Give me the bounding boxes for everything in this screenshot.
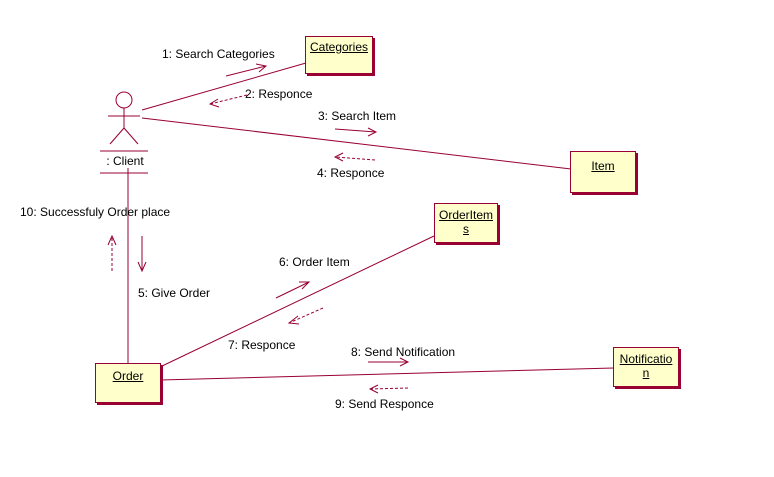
arrow-m6: [275, 281, 311, 299]
orderitems-object-label-line2: s: [463, 222, 469, 236]
message-4-label: 4: Responce: [317, 166, 385, 180]
notification-object-label-line2: n: [642, 366, 650, 380]
message-7-label: 7: Responce: [228, 338, 296, 352]
message-8-label: 8: Send Notification: [351, 345, 456, 359]
notification-object: Notificatio n: [613, 347, 679, 387]
arrow-m7: [287, 307, 324, 325]
message-6-label: 6: Order Item: [279, 255, 350, 269]
message-3-label: 3: Search Item: [318, 109, 397, 123]
actor-right-leg: [123, 127, 139, 145]
item-object: Item: [570, 151, 636, 193]
arrow-m2: [208, 94, 248, 108]
message-5-label: 5: Give Order: [138, 286, 211, 300]
message-1-label: 1: Search Categories: [162, 47, 275, 61]
orderitems-object: OrderItem s: [434, 203, 498, 243]
message-9-label: 9: Send Responce: [335, 397, 434, 411]
client-actor-label: : Client: [106, 154, 144, 168]
arrow-m4: [333, 152, 376, 162]
arrow-m1: [225, 63, 268, 77]
order-object: Order: [95, 363, 161, 403]
link-client-item: [141, 117, 572, 170]
message-2-label: 2: Responce: [245, 87, 313, 101]
actor-head: [115, 91, 133, 109]
link-order-orderitems: [159, 235, 435, 368]
actor-left-leg: [109, 127, 125, 145]
orderitems-object-label-line1: OrderItem: [438, 208, 493, 222]
order-object-label: Order: [112, 369, 144, 383]
link-client-categories: [141, 62, 307, 111]
arrow-m10: [107, 234, 117, 271]
arrow-m5: [137, 236, 147, 273]
arrow-m8: [368, 357, 410, 367]
arrow-m9: [368, 384, 409, 394]
message-10-label: 10: Successfuly Order place: [20, 205, 171, 219]
categories-object: Categories: [305, 36, 373, 74]
categories-object-label: Categories: [309, 40, 369, 54]
arrow-m3: [334, 127, 378, 137]
item-object-label: Item: [591, 159, 615, 173]
link-order-notification: [159, 367, 615, 381]
notification-object-label-line1: Notificatio: [619, 352, 673, 366]
